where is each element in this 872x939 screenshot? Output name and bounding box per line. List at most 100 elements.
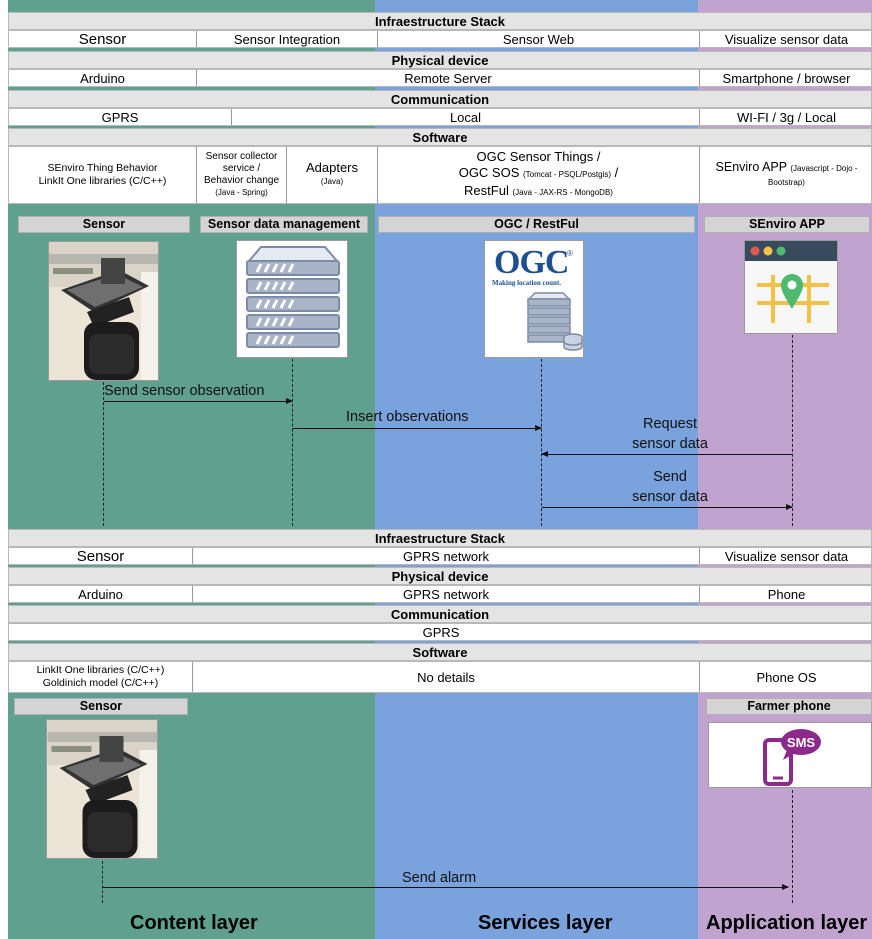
bottom-physical-phone: Phone (699, 586, 872, 602)
sensor-photo (48, 241, 159, 381)
top-physical-row: Arduino Remote Server Smartphone / brows… (8, 69, 872, 87)
msg-request-line2: sensor data (632, 436, 708, 452)
bottom-infra-header: Infraestructure Stack (8, 529, 872, 547)
map-browser-icon (745, 241, 837, 333)
bottom-infra-gprs: GPRS network (192, 548, 699, 564)
top-infra-web: Sensor Web (377, 31, 699, 47)
bottom-physical-gprs: GPRS network (192, 586, 699, 602)
top-infra-header: Infraestructure Stack (8, 12, 872, 30)
component-sensor-2: Sensor (14, 698, 188, 715)
msg-send-alarm: Send alarm (402, 870, 477, 886)
software-ogc-line1: OGC Sensor Things / (476, 149, 601, 164)
server-image (236, 240, 348, 358)
top-communication-row: GPRS Local WI-FI / 3g / Local (8, 108, 872, 126)
msg-request-line1: Request (642, 416, 697, 432)
software-ogc-sos: OGC SOS (458, 165, 520, 180)
top-comm-gprs: GPRS (101, 109, 139, 125)
software-ogc-sep: / (614, 165, 619, 180)
sms-phone-icon: SMS (763, 729, 821, 786)
lifeline-phone (792, 790, 793, 903)
msg-send-line2: sensor data (632, 489, 708, 505)
software-goldinich-model: Goldinich model (C/C++) (42, 677, 159, 689)
top-software-collector: Sensor collector service / Behavior chan… (196, 147, 286, 203)
bottom-communication-header: Communication (8, 605, 872, 623)
arrow-insert-observations (293, 424, 542, 431)
top-physical-server: Remote Server (196, 70, 699, 86)
msg-send-line1: Send (653, 469, 687, 485)
component-ogc-restful: OGC / RestFul (378, 216, 695, 233)
software-ogc-line2: OGC SOS (Tomcat - PSQL/Postgis) / (459, 165, 619, 183)
arrow-send-sensor-data (542, 503, 793, 510)
bottom-infra-visualize: Visualize sensor data (699, 548, 872, 564)
bottom-software-phone-os: Phone OS (699, 662, 872, 692)
component-farmer-phone: Farmer phone (706, 698, 872, 715)
component-senviro-app: SEnviro APP (704, 216, 870, 233)
software-linkit-libs: LinkIt One libraries (C/C++) (38, 175, 167, 187)
bottom-software-no-details: No details (192, 662, 699, 692)
ogc-logo-tagline: Making location count. (492, 279, 562, 287)
msg-send-observation: Send sensor observation (104, 383, 265, 399)
top-infra-row: Sensor Sensor Integration Sensor Web Vis… (8, 30, 872, 48)
app-screen-box (744, 240, 838, 334)
lifeline-app (792, 335, 793, 526)
top-software-app: SEnviro APP (Javascript - Dojo - Bootstr… (699, 147, 872, 203)
server-stack-icon (246, 246, 340, 348)
software-app-line1: SEnviro APP (Javascript - Dojo - (716, 160, 858, 176)
software-linkit-libs-2: LinkIt One libraries (C/C++) (36, 664, 165, 676)
top-communication-header: Communication (8, 90, 872, 108)
top-software-row: SEnviro Thing Behavior LinkIt One librar… (8, 146, 872, 204)
software-restful: RestFul (464, 183, 509, 198)
top-software-header: Software (8, 128, 872, 146)
ogc-logo-box: OGC ® Making location count. (484, 240, 584, 358)
lifeline-ogc (541, 359, 542, 526)
bottom-comm-gprs: GPRS (422, 624, 460, 640)
top-infra-integration: Sensor Integration (196, 31, 377, 47)
msg-send-sensor-data: Send sensor data (620, 467, 720, 507)
bottom-infra-sensor: Sensor (76, 548, 125, 564)
software-collector-line1: Sensor collector (205, 151, 278, 162)
software-app-tech2: Bootstrap) (768, 178, 805, 187)
software-thing-behavior: SEnviro Thing Behavior (47, 162, 158, 174)
sensor-device-icon-2 (47, 720, 157, 858)
top-software-sensor: SEnviro Thing Behavior LinkIt One librar… (9, 147, 196, 203)
bottom-physical-arduino: Arduino (78, 586, 123, 602)
lifeline-sensor-2 (102, 861, 103, 903)
lifeline-data-management (292, 359, 293, 526)
software-ogc-sos-tech: (Tomcat - PSQL/Postgis) (523, 170, 612, 179)
msg-insert-observations: Insert observations (346, 409, 469, 425)
bottom-physical-header: Physical device (8, 567, 872, 585)
top-comm-wifi: WI-FI / 3g / Local (699, 109, 872, 125)
software-collector-line2: service / (222, 163, 261, 174)
software-restful-tech: (Java - JAX-RS - MongoDB) (512, 188, 613, 197)
bottom-software-row: LinkIt One libraries (C/C++) Goldinich m… (8, 661, 872, 693)
top-physical-header: Physical device (8, 51, 872, 69)
software-collector-line3: Behavior change (203, 175, 280, 186)
component-sensor-data-management: Sensor data management (200, 216, 368, 233)
ogc-logo-text: OGC (494, 244, 569, 281)
software-app-tech: (Javascript - Dojo - (790, 164, 858, 173)
layer-title-services: Services layer (478, 912, 613, 934)
sensor-photo-2 (46, 719, 158, 859)
software-adapters-tech: (Java) (320, 177, 344, 186)
component-sensor: Sensor (18, 216, 190, 233)
sms-phone-box: SMS (708, 722, 872, 788)
ogc-logo-reg: ® (567, 249, 573, 258)
top-software-adapters: Adapters (Java) (286, 147, 377, 203)
sms-label: SMS (787, 735, 816, 750)
top-infra-visualize: Visualize sensor data (699, 31, 872, 47)
sensor-device-icon (49, 242, 158, 380)
arrow-send-alarm (103, 883, 789, 890)
arrow-send-observation (104, 397, 293, 404)
bottom-software-header: Software (8, 643, 872, 661)
bottom-communication-row: GPRS (8, 623, 872, 641)
software-app-name: SEnviro APP (715, 160, 787, 174)
top-physical-smartphone: Smartphone / browser (699, 70, 872, 86)
software-collector-tech: (Java - Spring) (215, 188, 268, 197)
software-ogc-line3: RestFul (Java - JAX-RS - MongoDB) (464, 183, 613, 201)
layer-title-application: Application layer (706, 912, 868, 934)
top-infra-sensor: Sensor (78, 31, 127, 47)
bottom-software-sensor: LinkIt One libraries (C/C++) Goldinich m… (9, 662, 192, 692)
top-comm-local: Local (231, 109, 699, 125)
lifeline-sensor (103, 382, 104, 526)
top-physical-arduino: Arduino (80, 70, 125, 86)
